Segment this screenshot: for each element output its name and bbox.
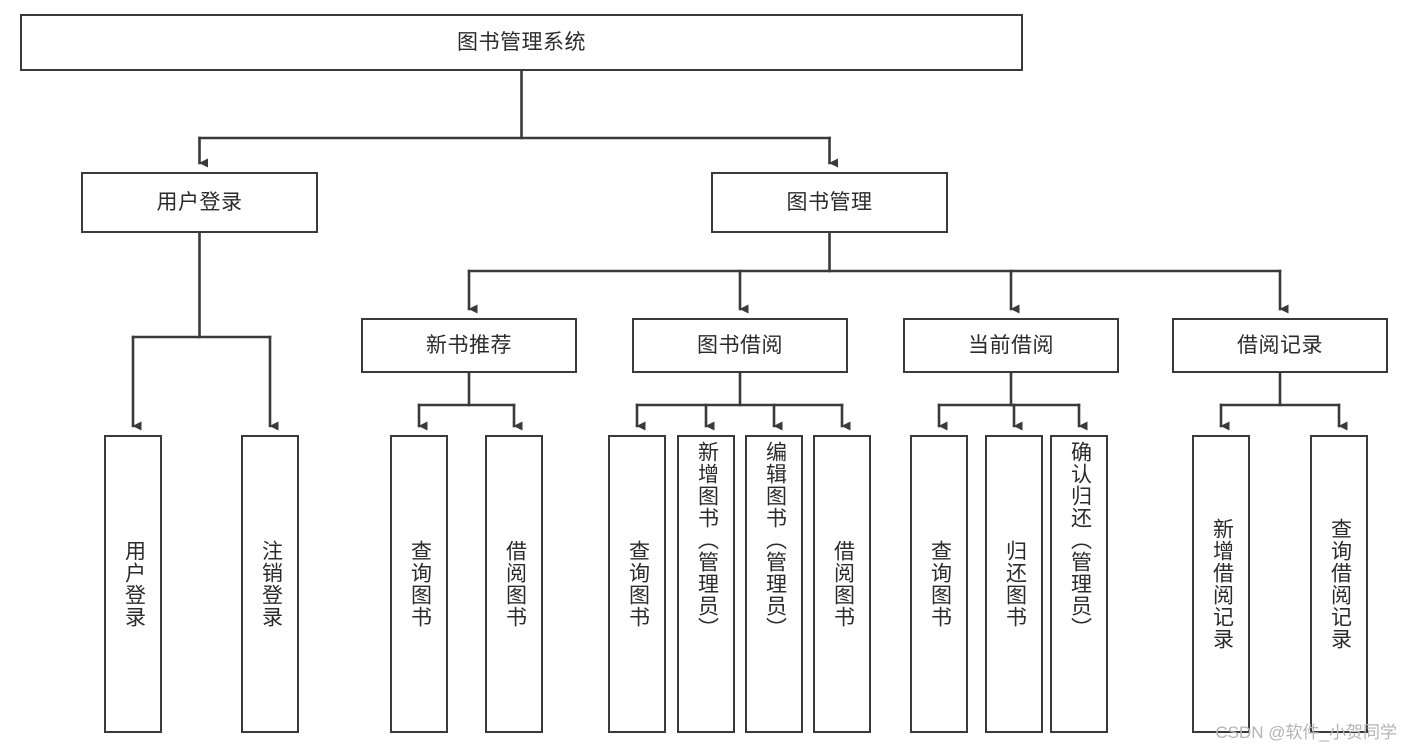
- node-book-borrow-label: 图书借阅: [697, 333, 783, 357]
- node-leaf-borrow-book-2-label: 借阅图书: [831, 540, 855, 628]
- node-current-borrow[interactable]: 当前借阅: [903, 318, 1119, 373]
- node-borrow-record[interactable]: 借阅记录: [1172, 318, 1388, 373]
- node-leaf-user-login[interactable]: 用户登录: [104, 435, 162, 733]
- node-leaf-edit-book-label: 编辑图书（管理员）: [763, 441, 787, 639]
- node-leaf-add-borrow-record[interactable]: 新增借阅记录: [1192, 435, 1250, 733]
- node-root-label: 图书管理系统: [457, 30, 586, 54]
- node-leaf-query-book-1-label: 查询图书: [408, 540, 432, 628]
- node-leaf-logout[interactable]: 注销登录: [241, 435, 299, 733]
- node-current-borrow-label: 当前借阅: [968, 333, 1054, 357]
- node-leaf-query-borrow-record[interactable]: 查询借阅记录: [1310, 435, 1368, 733]
- node-leaf-confirm-return-label: 确认归还（管理员）: [1068, 441, 1092, 639]
- node-leaf-borrow-book-1-label: 借阅图书: [503, 540, 527, 628]
- node-borrow-record-label: 借阅记录: [1237, 333, 1323, 357]
- node-leaf-query-book-2-label: 查询图书: [626, 540, 650, 628]
- node-leaf-user-login-label: 用户登录: [122, 540, 146, 628]
- node-leaf-add-borrow-record-label: 新增借阅记录: [1210, 518, 1234, 650]
- node-leaf-add-book[interactable]: 新增图书（管理员）: [677, 435, 735, 733]
- node-leaf-confirm-return[interactable]: 确认归还（管理员）: [1050, 435, 1108, 733]
- node-new-book-recommend[interactable]: 新书推荐: [361, 318, 577, 373]
- node-leaf-query-book-2[interactable]: 查询图书: [608, 435, 666, 733]
- node-leaf-edit-book[interactable]: 编辑图书（管理员）: [745, 435, 803, 733]
- node-user-login-label: 用户登录: [156, 190, 243, 214]
- node-leaf-return-book[interactable]: 归还图书: [985, 435, 1043, 733]
- node-book-management[interactable]: 图书管理: [711, 172, 948, 233]
- node-new-book-recommend-label: 新书推荐: [426, 333, 512, 357]
- node-leaf-add-book-label: 新增图书（管理员）: [695, 441, 719, 639]
- node-leaf-return-book-label: 归还图书: [1003, 540, 1027, 628]
- node-user-login[interactable]: 用户登录: [81, 172, 318, 233]
- node-root[interactable]: 图书管理系统: [20, 14, 1023, 71]
- node-leaf-borrow-book-1[interactable]: 借阅图书: [485, 435, 543, 733]
- node-book-management-label: 图书管理: [786, 190, 873, 214]
- node-leaf-borrow-book-2[interactable]: 借阅图书: [813, 435, 871, 733]
- node-leaf-logout-label: 注销登录: [259, 540, 283, 628]
- node-leaf-query-borrow-record-label: 查询借阅记录: [1328, 518, 1352, 650]
- node-leaf-query-book-1[interactable]: 查询图书: [390, 435, 448, 733]
- node-leaf-query-book-3-label: 查询图书: [928, 540, 952, 628]
- node-leaf-query-book-3[interactable]: 查询图书: [910, 435, 968, 733]
- node-book-borrow[interactable]: 图书借阅: [632, 318, 848, 373]
